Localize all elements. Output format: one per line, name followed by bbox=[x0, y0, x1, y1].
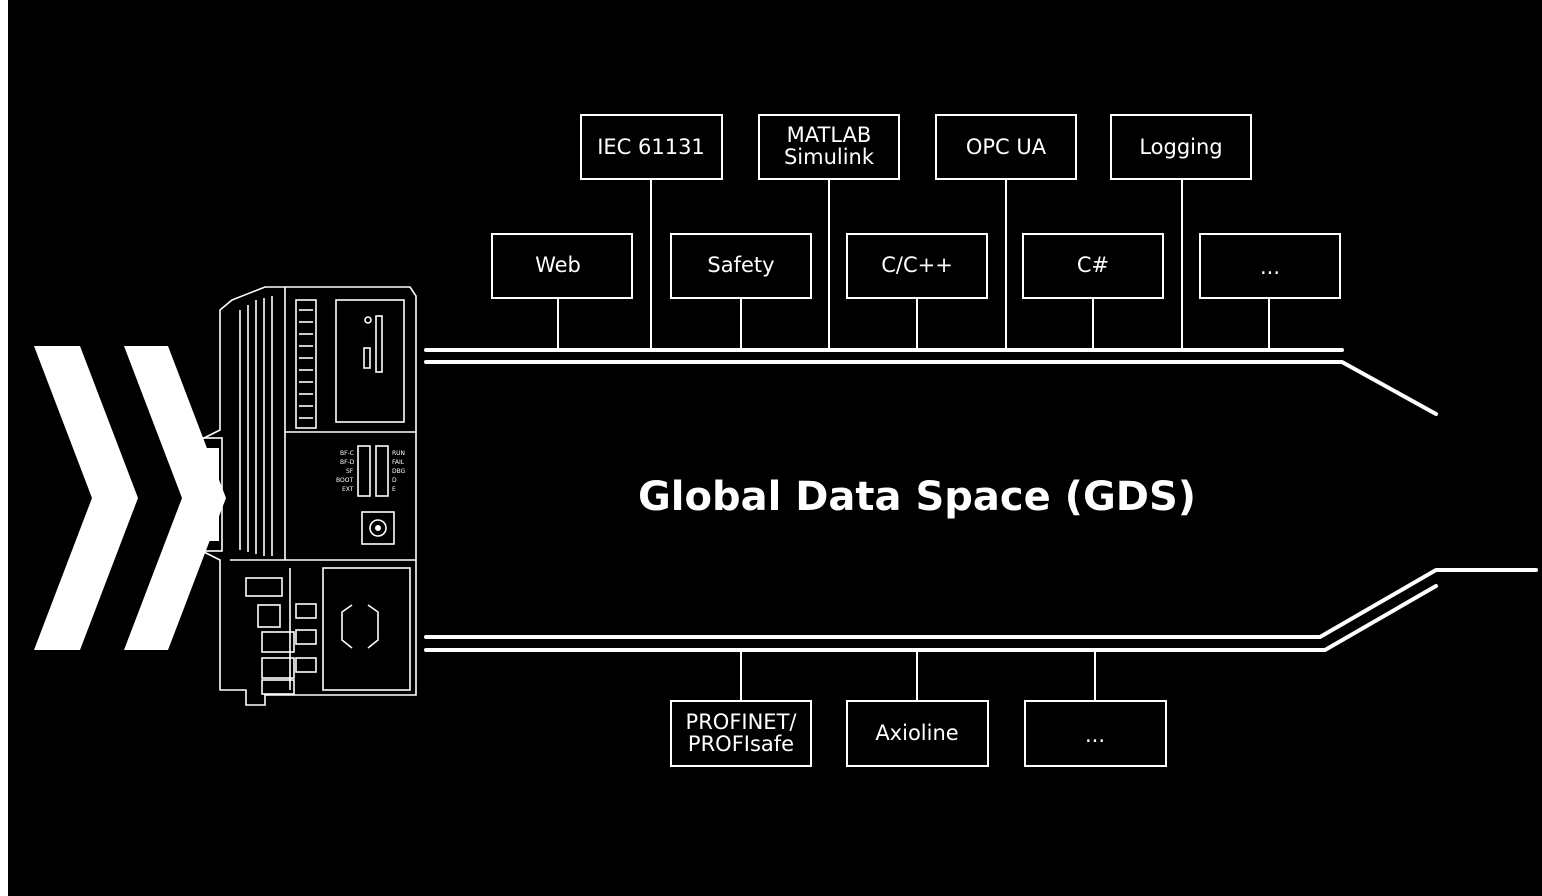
box-iec-61131: IEC 61131 bbox=[580, 114, 723, 180]
led-label: BOOT bbox=[336, 477, 353, 484]
led-label: RUN bbox=[392, 450, 405, 457]
vent-slots-left bbox=[239, 296, 273, 556]
led-label: BF-C bbox=[340, 450, 354, 457]
chevron-arrows-icon bbox=[34, 346, 226, 650]
din-rail-clip bbox=[199, 437, 223, 552]
box-more-top: ... bbox=[1199, 233, 1341, 299]
box-label-line: PROFINET/ bbox=[686, 710, 798, 734]
box-label: Web bbox=[535, 253, 581, 277]
din-rail-clip-fill bbox=[203, 448, 219, 541]
data-bus bbox=[424, 348, 1538, 652]
plc-controller-icon: BF-C BF-D SF BOOT EXT RUN FAIL DBG D E bbox=[199, 286, 417, 706]
box-label: IEC 61131 bbox=[597, 135, 705, 159]
ethernet-cover bbox=[322, 567, 411, 691]
vent-slots-upper bbox=[295, 299, 317, 429]
mode-switch-knob bbox=[369, 519, 387, 537]
box-label: C/C++ bbox=[881, 253, 953, 277]
box-axioline: Axioline bbox=[846, 700, 989, 767]
box-label: ... bbox=[1260, 255, 1280, 279]
gds-upper-boundary bbox=[424, 360, 1438, 416]
box-label-line: PROFIsafe bbox=[688, 732, 794, 756]
box-label: Axioline bbox=[875, 721, 958, 745]
led-label: DBG bbox=[392, 468, 406, 475]
box-label: ... bbox=[1085, 723, 1105, 747]
ethernet-bracket-right bbox=[367, 604, 379, 649]
box-opc-ua: OPC UA bbox=[935, 114, 1077, 180]
led-label: SF bbox=[346, 468, 354, 475]
gds-title: Global Data Space (GDS) bbox=[638, 474, 1196, 520]
mode-switch bbox=[361, 511, 395, 545]
box-label: PROFINET/PROFIsafe bbox=[686, 710, 798, 756]
box-web: Web bbox=[491, 233, 633, 299]
bottom-bus-line bbox=[424, 584, 1438, 652]
chevron-left-icon bbox=[34, 346, 138, 650]
connector-stems bbox=[557, 180, 1270, 700]
box-label: OPC UA bbox=[966, 135, 1047, 159]
card-slot-small bbox=[363, 347, 371, 369]
ethernet-bracket-left bbox=[341, 604, 353, 649]
terminal-block bbox=[245, 568, 317, 695]
gds-lower-boundary bbox=[424, 568, 1538, 639]
box-more-bottom: ... bbox=[1024, 700, 1167, 767]
led-label: FAIL bbox=[392, 459, 405, 466]
box-label-line: MATLAB bbox=[787, 123, 872, 147]
mode-switch-center bbox=[375, 525, 381, 531]
card-slot-cover bbox=[335, 299, 405, 423]
led-label: E bbox=[392, 486, 396, 493]
card-slot bbox=[375, 315, 383, 373]
box-profinet-profisafe: PROFINET/PROFIsafe bbox=[670, 700, 812, 767]
device-outline bbox=[199, 286, 417, 706]
box-logging: Logging bbox=[1110, 114, 1252, 180]
led-label: EXT bbox=[342, 486, 354, 493]
box-label: C# bbox=[1077, 253, 1109, 277]
led-label: BF-D bbox=[340, 459, 355, 466]
box-label-line: Simulink bbox=[784, 145, 875, 169]
box-c-cpp: C/C++ bbox=[846, 233, 988, 299]
box-safety: Safety bbox=[670, 233, 812, 299]
box-label: Logging bbox=[1139, 135, 1222, 159]
led-panel: BF-C BF-D SF BOOT EXT RUN FAIL DBG D E bbox=[336, 445, 406, 497]
box-label: Safety bbox=[707, 253, 774, 277]
card-slot-indicator bbox=[364, 316, 372, 324]
led-label: D bbox=[392, 477, 397, 484]
box-csharp: C# bbox=[1022, 233, 1164, 299]
